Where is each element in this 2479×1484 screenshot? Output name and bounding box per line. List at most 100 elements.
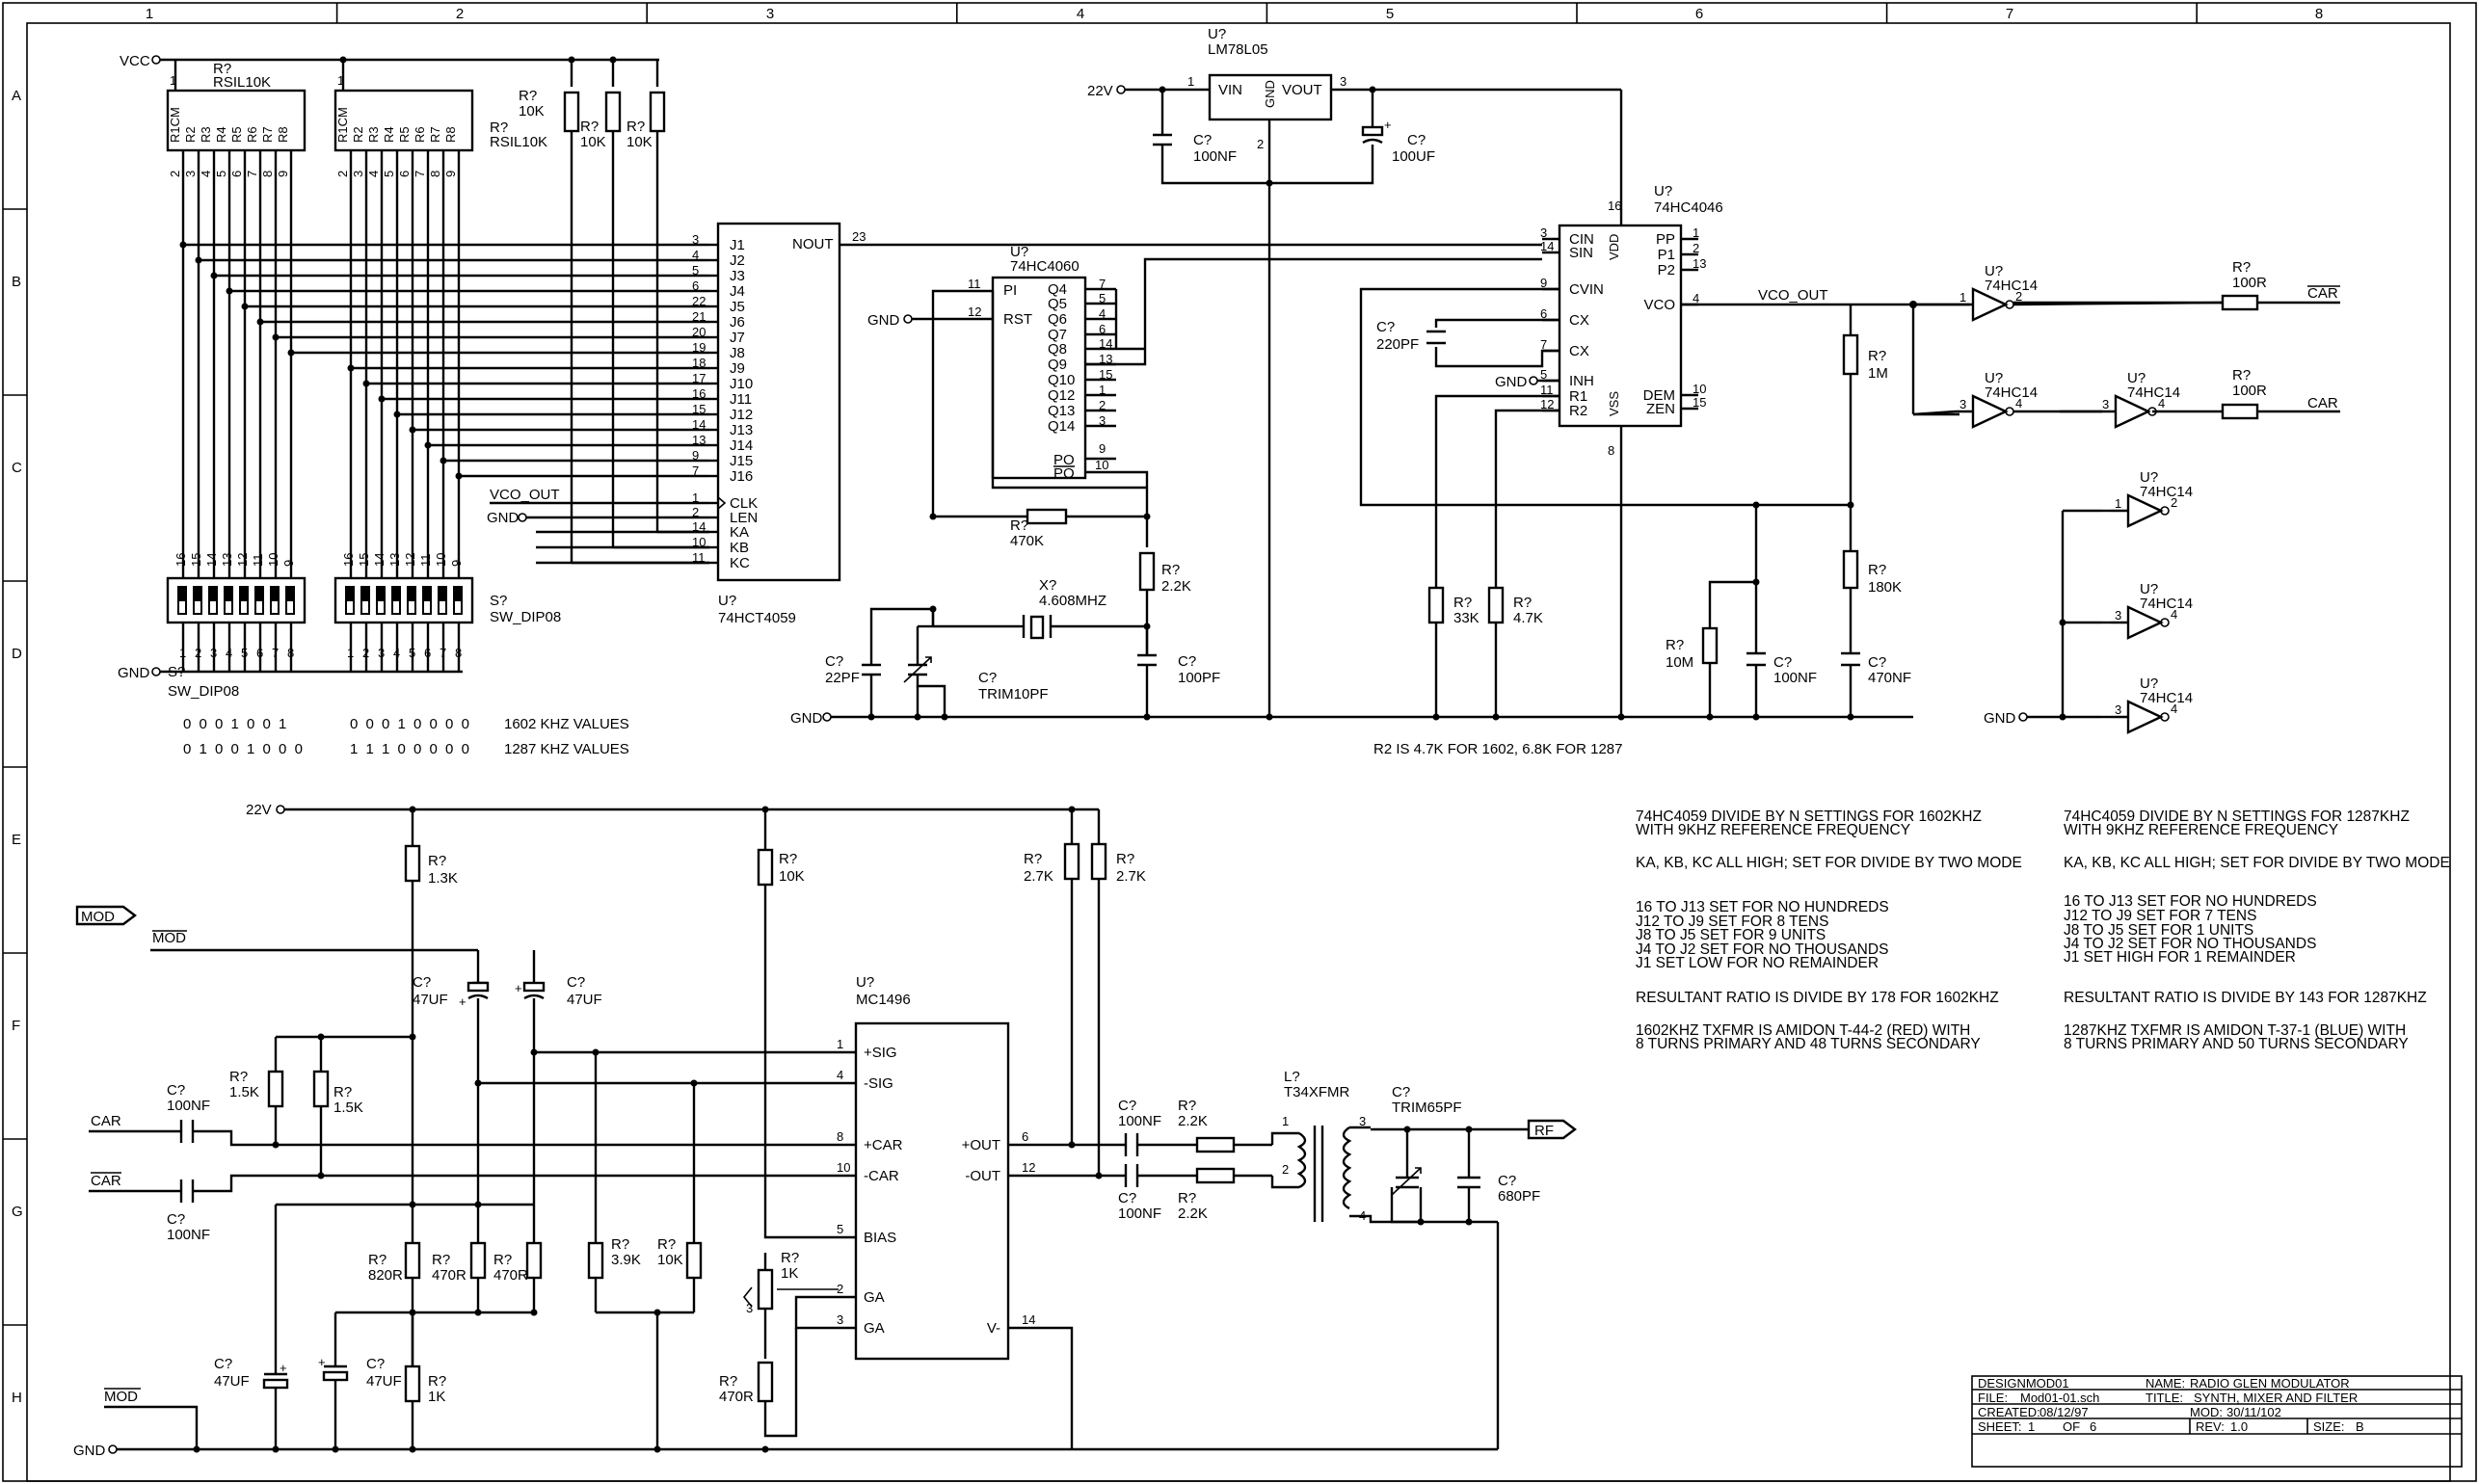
c100p-value: 100PF: [1178, 670, 1220, 686]
sw-row2-sw2: 1 1 1 0 0 0 0 0: [350, 741, 471, 757]
svg-text:1: 1: [337, 73, 344, 88]
rn-pin-label: R3: [366, 126, 381, 143]
note-line: 74HC4059 DIVIDE BY N SETTINGS FOR 1602KH…: [1636, 808, 1982, 825]
mc1496-wiring: R? 10K R? 2.7K R? 2.7K: [478, 809, 1146, 1449]
u4059-ctrl-label: KA: [730, 524, 749, 541]
svg-text:2: 2: [2015, 289, 2022, 304]
note-line: KA, KB, KC ALL HIGH; SET FOR DIVIDE BY T…: [1636, 855, 2022, 871]
note-line: J1 SET HIGH FOR 1 REMAINDER: [2064, 949, 2296, 966]
svg-text:12: 12: [403, 553, 417, 567]
vcc-net: VCC: [120, 53, 659, 91]
sw-row1-label: 1602 KHZ VALUES: [504, 716, 629, 732]
svg-text:13: 13: [220, 553, 234, 567]
u4059-ctrl-label: KC: [730, 555, 750, 571]
u4059-ctrl-label: CLK: [730, 495, 758, 512]
mc1496-left-label: GA: [864, 1289, 885, 1306]
rn1-ref: R?: [213, 61, 231, 77]
note-line: WITH 9KHZ REFERENCE FREQUENCY: [2064, 822, 2338, 838]
svg-text:9: 9: [443, 171, 458, 177]
svg-text:9: 9: [1540, 276, 1547, 290]
svg-text:5: 5: [1540, 367, 1547, 382]
mod-gnd-rail: GND: [73, 1443, 1498, 1459]
vco-out-label: VCO_OUT: [490, 487, 560, 503]
c100n-car-value: 100NF: [167, 1098, 210, 1114]
note-line: 1602KHZ TXFMR IS AMIDON T-44-2 (RED) WIT…: [1636, 1022, 1970, 1039]
svg-text:3: 3: [746, 1301, 753, 1315]
mc1496-left-num: 4: [837, 1068, 843, 1082]
svg-text:14: 14: [204, 553, 219, 567]
u4059-pin-label: J16: [730, 468, 753, 485]
mc1496-right-num: 6: [1022, 1129, 1028, 1144]
r22k-o1-ref: R?: [1178, 1098, 1196, 1114]
u4060-out-label: Q7: [1048, 327, 1067, 343]
svg-text:1: 1: [1693, 225, 1699, 240]
row-label: C: [12, 460, 22, 476]
r100r-b-ref: R?: [2232, 367, 2251, 384]
mod-input-label: MOD: [81, 909, 115, 925]
svg-text:23: 23: [852, 229, 866, 244]
u4059-ctrl-label: KB: [730, 540, 749, 556]
mc1496-right-num: 12: [1022, 1160, 1035, 1175]
c220-value: 220PF: [1376, 336, 1419, 353]
svg-text:11: 11: [418, 554, 433, 568]
u4060-out-label: Q12: [1048, 387, 1075, 404]
rn-pin-label: R8: [276, 126, 290, 143]
note-line: 16 TO J13 SET FOR NO HUNDREDS: [2064, 893, 2317, 910]
mc1496-left-num: 3: [837, 1312, 843, 1327]
u4046-ref: U?: [1654, 183, 1672, 199]
svg-text:2: 2: [335, 171, 350, 177]
r470r-b-ref: R?: [493, 1252, 512, 1268]
svg-text:3: 3: [1959, 397, 1966, 411]
u4059-pin-label: J3: [730, 268, 745, 284]
svg-text:12: 12: [1540, 397, 1554, 411]
sw2-value: SW_DIP08: [490, 609, 561, 625]
svg-text:9: 9: [281, 560, 296, 567]
hc14-ref: U?: [2140, 581, 2158, 597]
r820r-value: 820R: [368, 1267, 403, 1284]
tb-design: DESIGNMOD01: [1978, 1376, 2069, 1391]
tb-sheet-label: SHEET:: [1978, 1419, 2022, 1434]
u4059-pin-num: 18: [692, 356, 706, 370]
col-label: 3: [766, 6, 774, 22]
c22p-ref: C?: [825, 653, 843, 670]
row-label: A: [12, 88, 21, 104]
u4060-out-label: Q13: [1048, 403, 1075, 419]
r10k-c-ref: R?: [626, 119, 645, 135]
gnd-label: GND: [487, 510, 520, 526]
xtal-ref: X?: [1039, 577, 1056, 594]
c47u-d-value: 47UF: [366, 1373, 402, 1390]
r22k-o1-value: 2.2K: [1178, 1113, 1208, 1129]
col-label: 2: [456, 6, 464, 22]
crystal-oscillator: R? 470K R? 2.2K X? 4.608MHZ C? 22PF C? T…: [825, 508, 1220, 717]
svg-text:10: 10: [1095, 458, 1108, 472]
u4046-vdd: VDD: [1607, 234, 1621, 260]
mc1496-left-label: -CAR: [864, 1168, 899, 1184]
r10k-b-ref: R?: [580, 119, 599, 135]
r33k-ref: R?: [1453, 595, 1472, 611]
u4046-left-label: INH: [1569, 373, 1594, 389]
u4059-pin-label: J13: [730, 422, 753, 438]
svg-text:9: 9: [276, 171, 290, 177]
svg-text:16: 16: [1608, 199, 1621, 213]
r15k-a-value: 1.5K: [229, 1084, 259, 1100]
svg-text:4: 4: [366, 171, 381, 177]
tb-file: Mod01-01.sch: [2020, 1391, 2099, 1405]
rn1-value: RSIL10K: [213, 74, 271, 91]
u4059-pin-label: J10: [730, 376, 753, 392]
u4060-out-num: 3: [1099, 413, 1106, 428]
u4060-out-label: Q5: [1048, 296, 1067, 312]
r1k-h-value: 1K: [428, 1389, 445, 1405]
u4060-out-label: Q8: [1048, 341, 1067, 358]
tb-name: RADIO GLEN MODULATOR: [2190, 1376, 2350, 1391]
svg-text:5: 5: [214, 171, 228, 177]
svg-text:2: 2: [168, 171, 182, 177]
u4046-value: 74HC4046: [1654, 199, 1723, 216]
u4046-left-label: CX: [1569, 343, 1589, 359]
r180k-ref: R?: [1868, 562, 1886, 578]
r22k-osc-ref: R?: [1161, 562, 1180, 578]
r10k-c-value: 10K: [626, 134, 653, 150]
r22k-o2-ref: R?: [1178, 1190, 1196, 1206]
svg-text:16: 16: [173, 553, 188, 567]
